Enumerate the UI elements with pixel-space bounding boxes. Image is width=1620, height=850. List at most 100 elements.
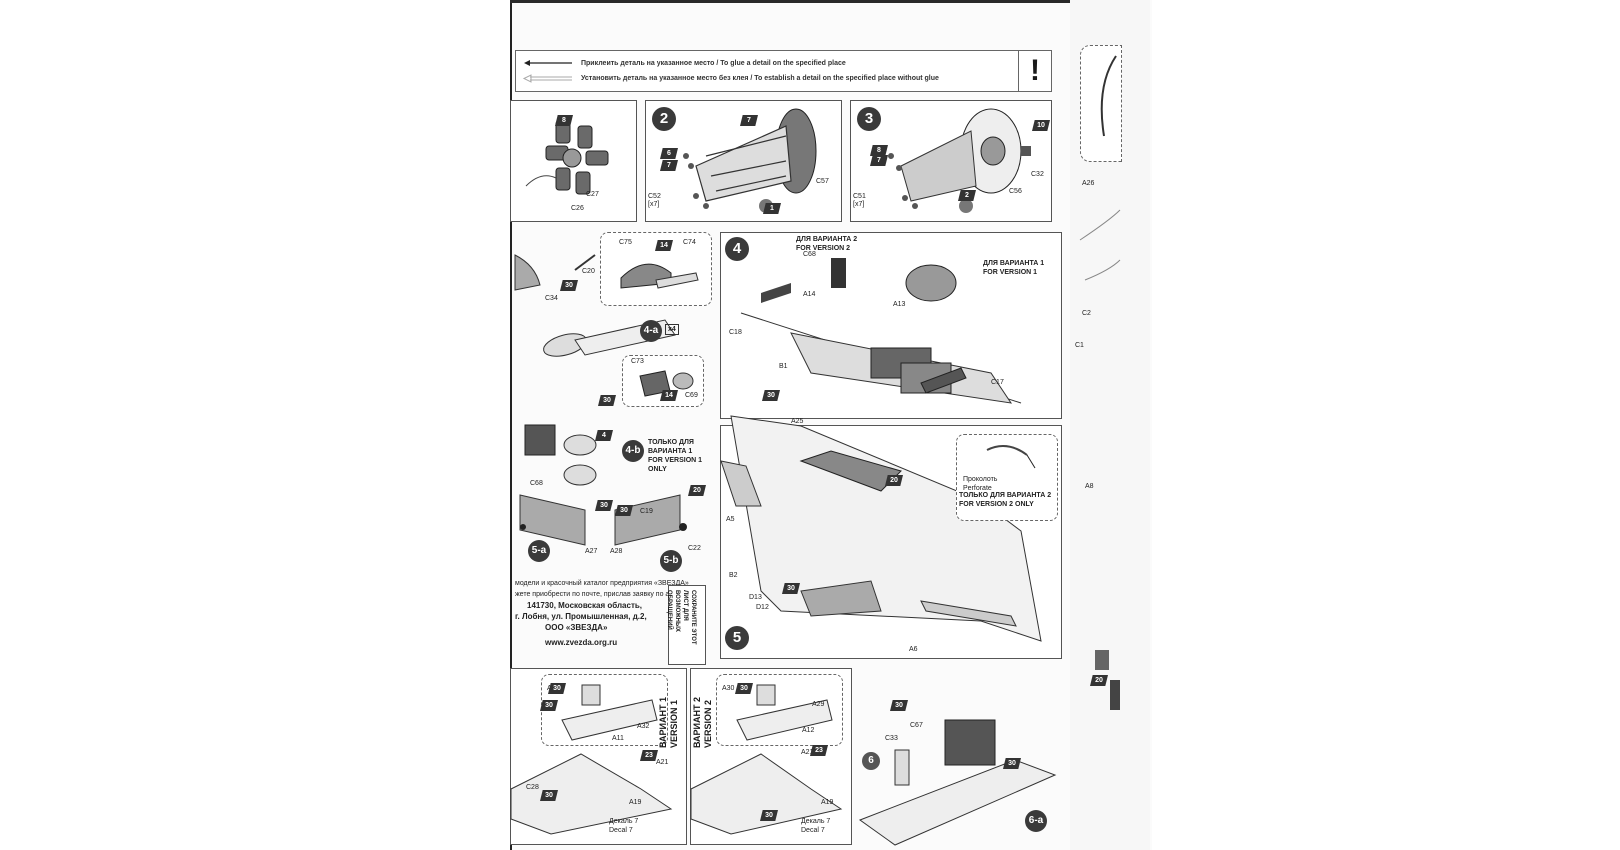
paint-code-badge: 4 [595,430,613,441]
paint-code-badge: 30 [782,583,800,594]
paint-code-badge: 30 [762,390,780,401]
paint-code-badge: 30 [548,683,566,694]
variant-1-label-box: ВАРИАНТ 1 VERSION 1 [658,670,688,750]
address-line: модели и красочный каталог предприятия «… [515,580,689,587]
part-label: A8 [1085,483,1094,490]
paint-code-badge: 7 [870,155,888,166]
address-line: г. Лобня, ул. Промышленная, д.2, [515,612,647,621]
seat-drawing [736,684,833,741]
part-label: A32 [637,723,650,730]
part-label: A19 [821,799,834,806]
part-label: C56 [1009,188,1022,195]
glue-arrow-icon [524,60,572,66]
paint-code-badge: 1 [763,203,781,214]
part-label: C57 [816,178,829,185]
address-line: жете приобрести по почте, прислав заявку… [515,591,691,598]
paint-code-badge: 30 [540,700,558,711]
part-label: A21 [801,749,814,756]
step-3-panel: 3 C51 [x7] C56 C32 [850,100,1052,222]
part-label: A19 [629,799,642,806]
part-label: A29 [812,701,825,708]
part-label: A27 [585,548,598,555]
legend-no-glue-text: Установить деталь на указанное место без… [581,75,939,82]
part-label: C67 [910,722,923,729]
legend-box: Приклеить деталь на указанное место / To… [515,50,1052,92]
part-label: D13 [749,594,762,601]
quantity-label: x4 [665,324,679,335]
version-2-only-note: ТОЛЬКО ДЛЯ ВАРИАНТА 2 FOR VERSION 2 ONLY [959,492,1052,508]
paint-code-badge: 30 [890,700,908,711]
part-label: A28 [610,548,623,555]
paint-code-badge: 8 [555,115,573,126]
part-label: C73 [631,358,644,365]
part-label: C19 [640,508,653,515]
part-label: C18 [729,329,742,336]
next-page-detail-box [1080,45,1122,162]
bomb-fin-drawing [639,370,694,397]
cockpit-tub-drawing [858,719,1057,846]
website-link[interactable]: www.zvezda.org.ru [545,638,618,647]
bomb-rack-callout: C75 C74 [600,232,712,306]
engine-cylinders-drawing [525,120,609,195]
paint-code-badge: 14 [655,240,673,251]
part-label: C68 [530,480,543,487]
part-label: C69 [685,392,698,399]
next-page-drawing [1079,209,1121,281]
bomb-rack-drawing [620,263,699,289]
paint-code-badge: 30 [540,790,558,801]
wing-assembly-drawing [720,415,1042,642]
fuselage-v2-drawing [690,753,843,835]
paint-code-badge: 14 [660,390,678,401]
perforate-callout: Проколоть Perforate [956,434,1058,521]
part-label: C17 [991,379,1004,386]
step-number-badge: 6 [862,752,880,770]
part-label: C28 [526,784,539,791]
part-label: C26 [571,205,584,212]
part-label: C75 [619,239,632,246]
part-label: A12 [802,727,815,734]
variant-2-label-box: ВАРИАНТ 2 VERSION 2 [690,670,720,750]
cockpit-floor-drawing [740,258,1022,404]
paint-code-badge: 23 [640,750,658,761]
part-label: A14 [803,291,816,298]
engine-assembly-drawing [683,108,817,213]
step-5-panel: 5 Проколоть Perforate ТОЛЬКО ДЛЯ ВАРИАНТ… [720,415,1062,659]
version-1-note: ДЛЯ ВАРИАНТА 1 FOR VERSION 1 [983,260,1045,276]
legend-glue-text: Приклеить деталь на указанное место / To… [581,60,846,67]
paint-code-badge: 8 [870,145,888,156]
engine-with-cowl-drawing [888,108,1031,213]
keep-sheet-text: СОХРАНИТЕ ЭТОТ ЛИСТ ДЛЯ ВОЗМОЖНЫХ ОБРАЩЕ… [666,590,696,645]
part-label: C22 [688,545,701,552]
part-label: A5 [726,516,735,523]
paint-code-badge: 20 [1090,675,1108,686]
part-label: A21 [656,759,669,766]
substep-badge: 4-a [640,320,662,342]
version-2-note: ДЛЯ ВАРИАНТА 2 FOR VERSION 2 [796,236,858,252]
step-number-badge: 4 [725,237,749,261]
fuselage-v1-drawing [510,753,673,835]
version-2-seat-callout: A30 A29 A12 [716,674,843,746]
perforate-note: Проколоть Perforate [963,476,998,492]
bomb-mount-drawing [524,424,597,486]
part-label: C68 [803,251,816,258]
paint-code-badge: 7 [660,160,678,171]
paint-code-badge: 23 [810,745,828,756]
paint-code-badge: 20 [885,475,903,486]
paint-code-badge: 6 [660,148,678,159]
part-label: B2 [729,572,738,579]
paint-code-badge: 30 [595,500,613,511]
substep-badge: 5-a [528,540,550,562]
antenna-wire-drawing [1100,55,1117,137]
hand-pin-icon [986,445,1036,469]
step-number-badge: 3 [857,107,881,131]
paint-code-badge: 2 [958,190,976,201]
part-label: C52 [x7] [648,193,661,208]
decal-note: Декаль 7 Decal 7 [609,818,639,834]
substep-badge: 5-b [660,550,682,572]
address-line: ООО «ЗВЕЗДА» [545,623,608,632]
next-page-part-drawing [1095,650,1120,710]
paint-code-badge: 30 [615,505,633,516]
part-label: C74 [683,239,696,246]
part-label: D12 [756,604,769,611]
part-label: C51 [x7] [853,193,866,208]
